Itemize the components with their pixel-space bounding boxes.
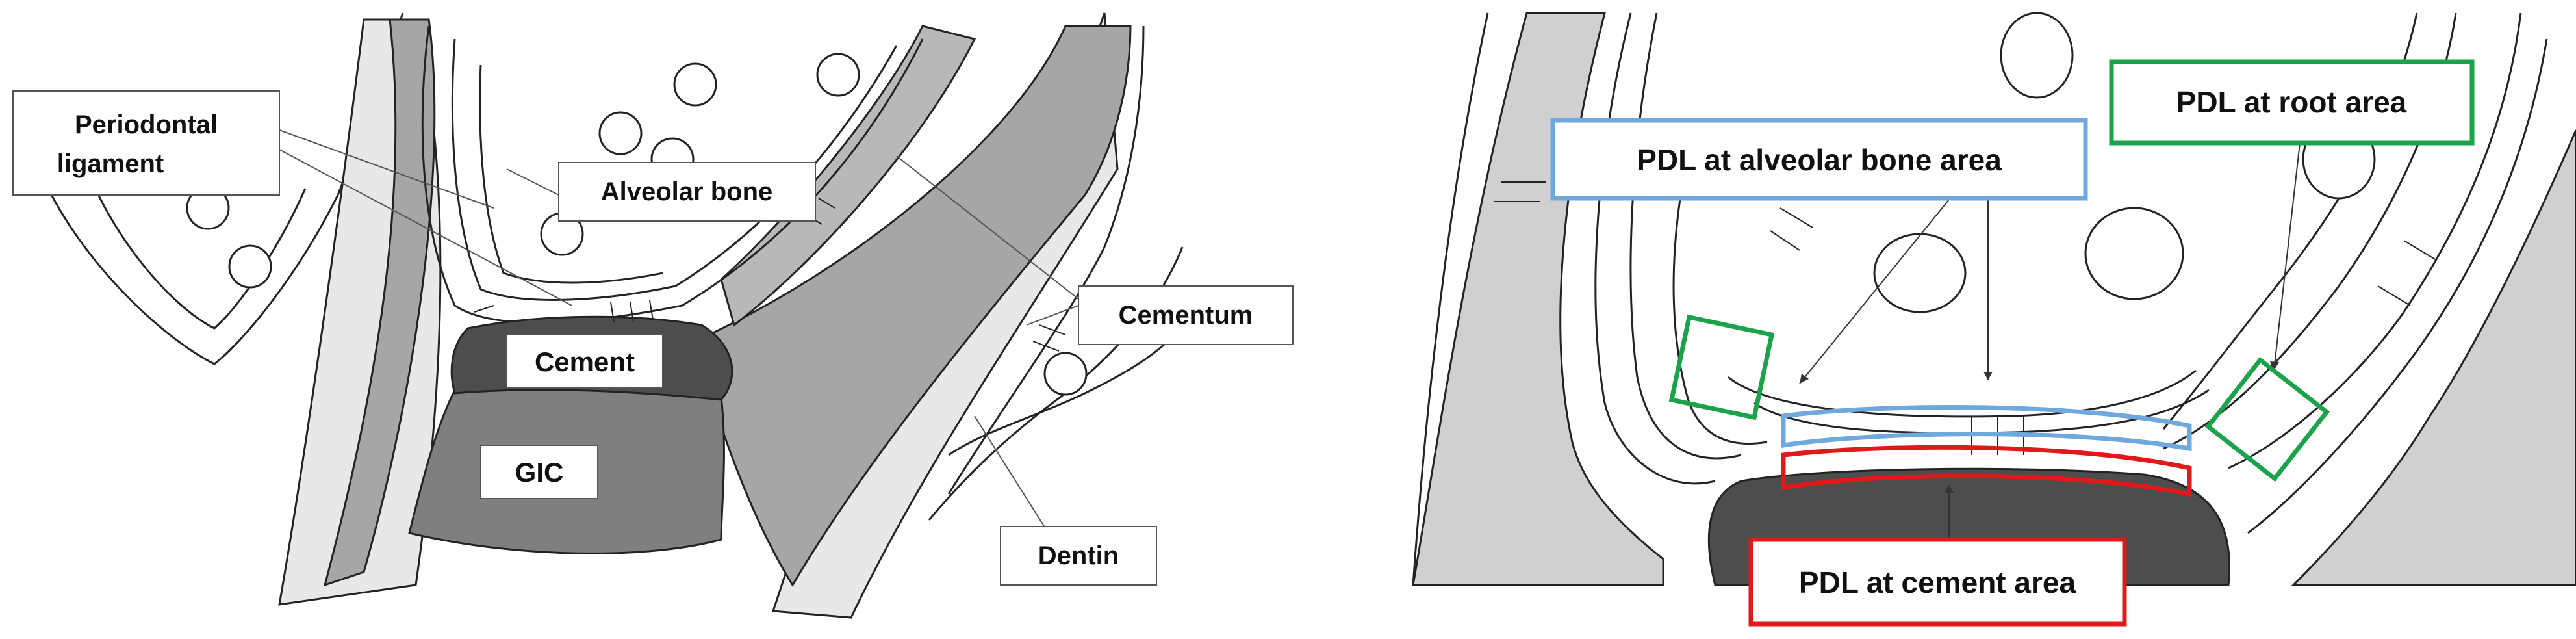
pdl-root-label: PDL at root area [2176,85,2407,119]
pdl-hatch [1779,207,1813,228]
pdl-hatch [1039,324,1066,335]
periodontal-label-line2: ligament [57,150,164,178]
left-leader-lines [279,129,1079,540]
pdl-hatch [649,300,654,320]
leader-pdl-root-2 [2273,142,2301,371]
cementum-label: Cementum [1119,301,1253,330]
leader-periodontal-1 [279,129,494,209]
green-roi-right [2204,356,2330,482]
right-panel-left-band-2 [1594,12,1716,485]
cement-box [506,334,663,389]
leader-cementum-2 [1026,305,1079,326]
marrow-circle [673,62,717,107]
marrow-circle [228,244,272,289]
left-root-dentin [323,18,436,587]
right-panel-left-root [1412,12,1664,586]
right-panel-furcation-2 [1728,369,2197,418]
blue-roi-strip [1781,404,2192,452]
pdl-root-box [2109,59,2475,146]
right-leader-lines [1799,142,2301,540]
right-panel-right-outline-2 [2247,38,2548,534]
right-arrowheads [1800,361,2279,493]
right-outer-outline-1 [947,25,1145,495]
marrow-circle [2000,12,2074,99]
leader-pdl-root-1 [1799,175,1969,384]
pdl-hatch [1770,230,1800,251]
pdl-hatch [2377,285,2411,306]
arrowhead [1800,374,1809,384]
right-root-dentin [700,25,1132,587]
leader-cementum-1 [896,155,1079,300]
marrow-circle [816,53,860,97]
pdl-hatches [474,198,1066,352]
pdl-hatch [474,305,494,313]
marrow-circle [2084,207,2184,300]
red-roi-strip [1781,445,2192,497]
left-label-boxes [12,90,1294,586]
leader-alveolar [506,168,559,196]
dentin-box [1000,526,1157,586]
alveolar-bone-label: Alveolar bone [601,177,773,206]
dentin-label: Dentin [1038,541,1119,570]
arrowhead [1983,372,1993,380]
pdl-hatch [630,302,634,322]
cementum-box [1078,285,1294,345]
marrow-circle [1873,233,1967,313]
cement-label: Cement [535,346,635,377]
pdl-alveolar-label: PDL at alveolar bone area [1637,143,2002,177]
right-panel-left-band-4 [1672,181,1768,445]
left-outer-outline-inner [83,162,307,330]
green-roi-left [1668,314,1775,421]
alveolar-box [558,162,816,222]
pdl-cement-box [1748,537,2127,627]
leader-periodontal-2 [279,149,572,306]
right-pdl-hatches [1494,181,2437,455]
periodontal-label-line1: Periodontal [75,111,218,139]
right-outer-outline-3 [948,324,1184,456]
pdl-hatch [2403,240,2437,261]
pdl-hatch [610,302,615,322]
gic-box [480,445,598,499]
pdl-alveolar-box [1550,118,2088,201]
arrowhead [1945,484,1954,493]
right-panel [1412,12,2576,627]
leader-dentin [974,415,1053,540]
bone-marrow-circles [186,53,1088,396]
pdl-hatch [1032,341,1060,352]
right-upper-band [720,25,976,327]
pdl-hatch [818,198,835,209]
right-panel-left-band [1412,12,1489,586]
right-panel-right-outline-1 [2228,12,2522,469]
marrow-circle [1043,352,1088,396]
marrow-circle [598,111,643,155]
pdl-cement-label: PDL at cement area [1799,566,2076,599]
left-panel [12,12,1294,619]
periodontal-box [12,90,280,196]
right-panel-right-dentin [2291,129,2576,586]
arrowhead [2270,361,2279,371]
gic-label: GIC [515,457,564,488]
